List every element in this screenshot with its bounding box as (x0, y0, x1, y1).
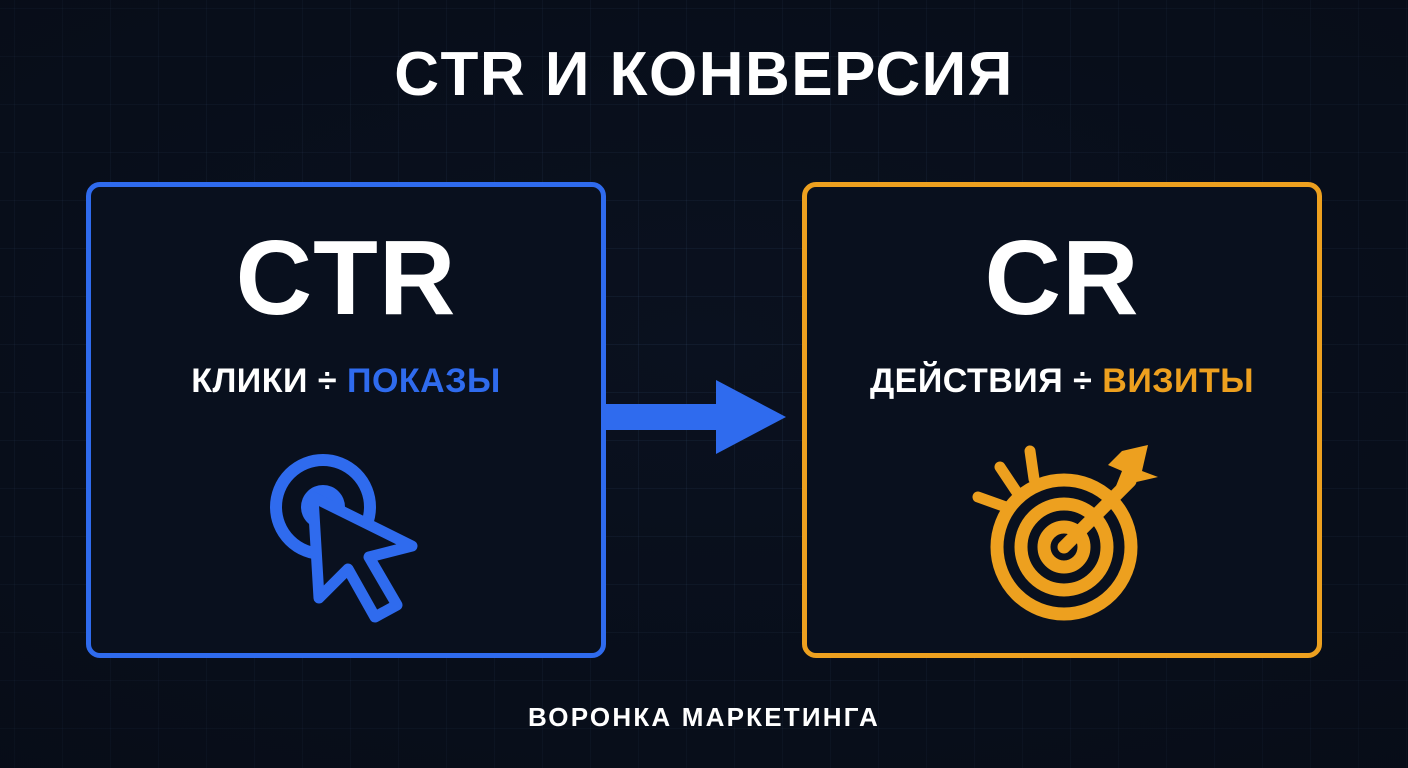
right-arrow-icon (604, 380, 786, 454)
card-cr-formula-numerator: ДЕЙСТВИЯ (869, 362, 1064, 400)
page-title: CTR И КОНВЕРСИЯ (394, 40, 1014, 109)
click-cursor-icon (270, 454, 418, 623)
card-ctr: CTR КЛИКИ ÷ ПОКАЗЫ (86, 182, 606, 658)
card-ctr-formula-numerator: КЛИКИ (191, 362, 308, 400)
card-ctr-content: CTR КЛИКИ ÷ ПОКАЗЫ (91, 187, 601, 653)
card-cr-icon-wrap (807, 435, 1317, 625)
card-ctr-formula-divider: ÷ (317, 362, 338, 400)
card-cr: CR ДЕЙСТВИЯ ÷ ВИЗИТЫ (802, 182, 1322, 658)
card-cr-heading: CR (984, 219, 1140, 337)
card-cr-formula-denominator: ВИЗИТЫ (1102, 362, 1255, 400)
card-ctr-icon-wrap (91, 435, 601, 625)
card-cr-formula: ДЕЙСТВИЯ ÷ ВИЗИТЫ (807, 362, 1317, 401)
card-cr-formula-divider: ÷ (1073, 362, 1093, 400)
footer-caption: ВОРОНКА МАРКЕТИНГА (527, 702, 881, 732)
card-cr-content: CR ДЕЙСТВИЯ ÷ ВИЗИТЫ (807, 187, 1317, 653)
flow-arrow (604, 378, 786, 456)
target-bullseye-icon (972, 445, 1158, 621)
card-ctr-formula: КЛИКИ ÷ ПОКАЗЫ (91, 362, 601, 401)
card-ctr-formula-denominator: ПОКАЗЫ (347, 362, 501, 400)
card-ctr-heading: CTR (235, 219, 457, 337)
